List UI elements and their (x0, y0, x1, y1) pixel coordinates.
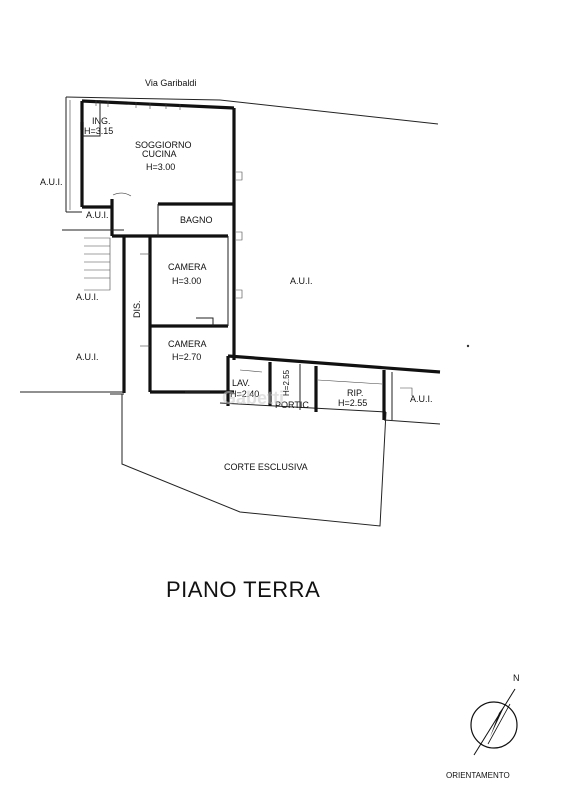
exterior-walls (80, 99, 236, 394)
interior-walls (80, 100, 234, 328)
camera1-height: H=3.00 (172, 276, 201, 286)
compass-circle (470, 701, 518, 749)
soggiorno-height: H=3.00 (146, 162, 175, 172)
aui-label: A.U.I. (40, 177, 63, 187)
left-neighbour-lines (20, 97, 124, 395)
aui-label: A.U.I. (290, 276, 313, 286)
portico-height: H=2.55 (282, 369, 291, 396)
openings (95, 100, 243, 393)
room-labels: ING. H=3.15 SOGGIORNO CUCINA H=3.00 BAGN… (84, 116, 367, 472)
portico-name: PORTIC (275, 400, 309, 410)
compass-label: ORIENTAMENTO (446, 771, 510, 780)
compass-north: N (513, 673, 520, 683)
aui-label: A.U.I. (86, 210, 109, 220)
aui-labels: A.U.I. A.U.I. A.U.I. A.U.I. A.U.I. A.U.I… (40, 177, 433, 404)
aui-label: A.U.I. (76, 352, 99, 362)
compass: N ORIENTAMENTO (446, 673, 520, 780)
disimpegno-name: DIS. (132, 300, 142, 318)
street-boundary (65, 96, 439, 125)
camera2-name: CAMERA (168, 339, 207, 349)
cucina-name: CUCINA (142, 149, 177, 159)
point-marker (466, 344, 470, 348)
corte-name: CORTE ESCLUSIVA (224, 462, 308, 472)
floor-title: PIANO TERRA (166, 577, 320, 602)
lavanderia-name: LAV. (232, 378, 250, 388)
compass-needle-icon (473, 688, 516, 756)
ripostiglio-name: RIP. (347, 388, 363, 398)
aui-label: A.U.I. (410, 394, 433, 404)
ripostiglio-height: H=2.55 (338, 398, 367, 408)
camera2-height: H=2.70 (172, 352, 201, 362)
aui-label: A.U.I. (76, 292, 99, 302)
camera1-name: CAMERA (168, 262, 207, 272)
ingresso-height: H=3.15 (84, 126, 113, 136)
annex-block (219, 354, 441, 425)
bagno-name: BAGNO (180, 215, 213, 225)
street-label: Via Garibaldi (145, 78, 196, 88)
watermark: Gabetti (222, 388, 284, 408)
ingresso-name: ING. (92, 116, 111, 126)
corte-outline (121, 394, 387, 527)
soggiorno-name: SOGGIORNO (135, 140, 192, 150)
lavanderia-height: H=2.40 (230, 389, 259, 399)
